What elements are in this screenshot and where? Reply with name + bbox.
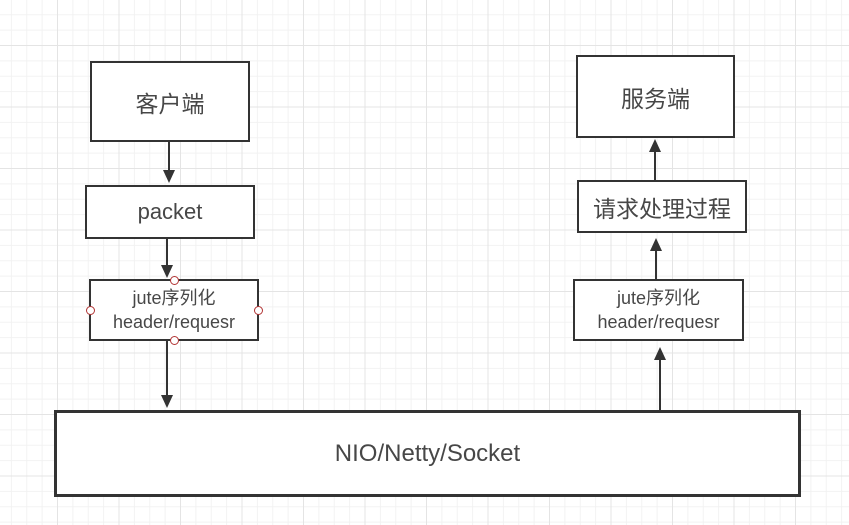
arrow-head	[161, 395, 173, 408]
node-label: NIO/Netty/Socket	[334, 439, 521, 467]
node-label-line2: header/requesr	[112, 312, 236, 332]
connection-handle-bottom[interactable]	[169, 335, 179, 345]
node-request-process[interactable]: 请求处理过程	[577, 180, 747, 233]
arrow-head	[163, 170, 175, 183]
node-jute-serialize-right[interactable]: jute序列化 header/requesr	[573, 279, 744, 341]
arrow-jute-to-nio[interactable]	[160, 341, 174, 408]
arrow-nio-to-jute[interactable]	[653, 347, 667, 410]
arrow-jute-to-process[interactable]	[649, 238, 663, 279]
node-label: 服务端	[621, 85, 690, 112]
node-label: jute序列化 header/requesr	[575, 286, 742, 334]
arrow-shaft	[167, 142, 171, 172]
arrow-shaft	[165, 239, 169, 267]
node-label-line1: jute序列化	[616, 288, 701, 308]
node-jute-serialize-left[interactable]: jute序列化 header/requesr	[85, 275, 263, 345]
arrow-head	[654, 347, 666, 360]
node-label: jute序列化 header/requesr	[91, 286, 257, 334]
arrow-packet-to-jute[interactable]	[160, 239, 174, 278]
connection-handle-left[interactable]	[85, 305, 95, 315]
node-server[interactable]: 服务端	[576, 55, 735, 138]
arrow-shaft	[653, 150, 657, 180]
arrow-head	[649, 139, 661, 152]
arrow-client-to-packet[interactable]	[162, 142, 176, 183]
node-label-line1: jute序列化	[132, 288, 216, 308]
arrow-process-to-server[interactable]	[648, 139, 662, 180]
arrow-head	[650, 238, 662, 251]
connection-handle-top[interactable]	[169, 275, 179, 285]
node-packet[interactable]: packet	[85, 185, 255, 239]
node-client[interactable]: 客户端	[90, 61, 250, 142]
arrow-shaft	[165, 341, 169, 397]
node-label-line2: header/requesr	[597, 312, 720, 332]
node-label: 客户端	[135, 90, 205, 117]
arrow-head	[161, 265, 173, 278]
node-label: 请求处理过程	[593, 195, 731, 222]
connection-handle-right[interactable]	[253, 305, 263, 315]
node-nio-netty-socket[interactable]: NIO/Netty/Socket	[54, 410, 801, 497]
node-label: packet	[137, 199, 203, 224]
arrow-shaft	[658, 358, 662, 410]
arrow-shaft	[654, 249, 658, 279]
